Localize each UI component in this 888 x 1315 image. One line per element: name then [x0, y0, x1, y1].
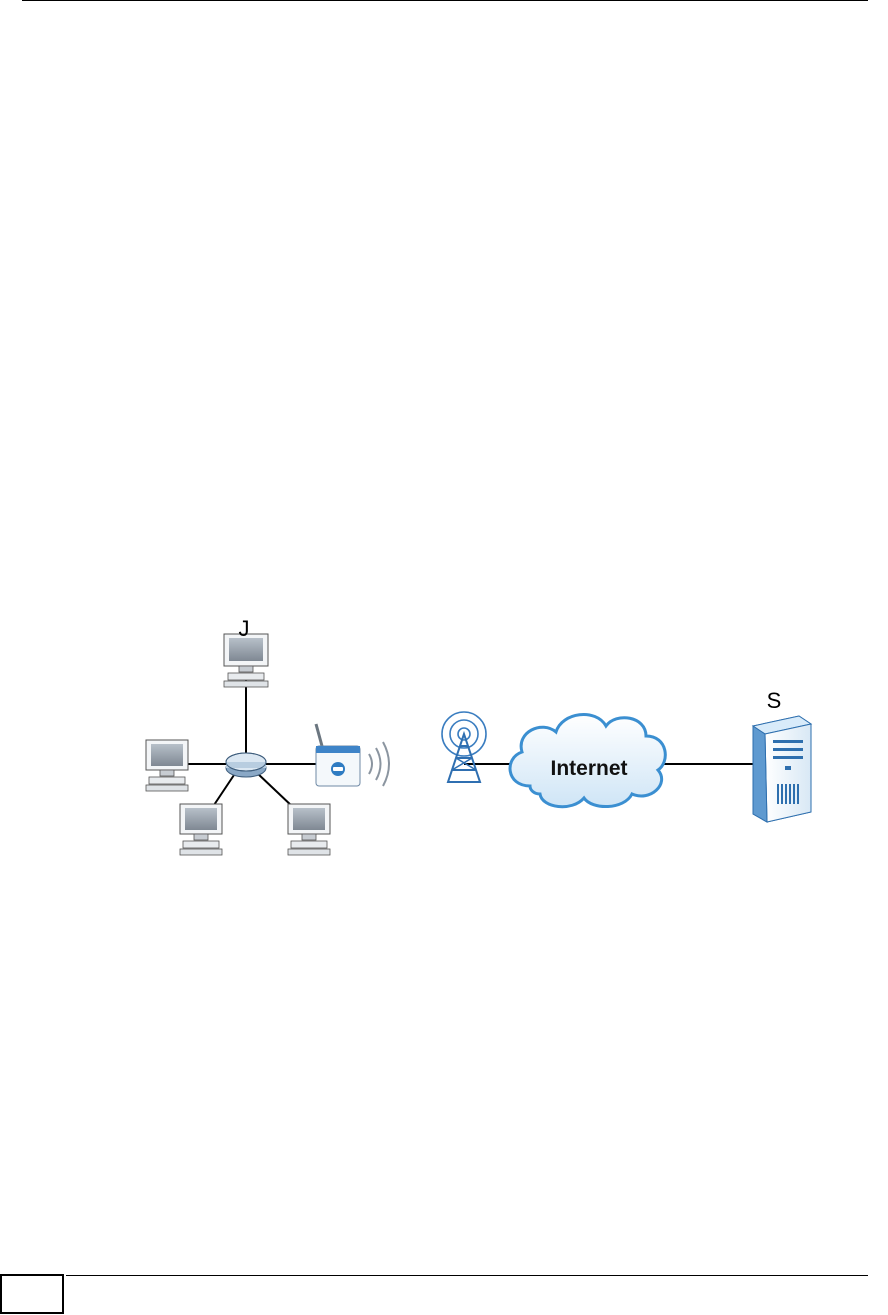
network-diagram: J	[138, 612, 818, 860]
internet-cloud-label: Internet	[550, 757, 627, 780]
computer-left-icon	[146, 740, 188, 791]
line-hub-to-bottom-left-pc	[212, 772, 236, 808]
wireless-signal-icon	[369, 742, 389, 786]
computer-j-label: J	[239, 616, 250, 641]
connection-lines	[188, 680, 753, 808]
computer-bottom-right-icon	[288, 804, 330, 855]
page-number-box	[0, 1274, 64, 1314]
computer-bottom-left-icon	[180, 804, 222, 855]
server-icon	[753, 716, 811, 822]
line-hub-to-bottom-right-pc	[256, 772, 294, 808]
antenna-tower-icon	[442, 712, 486, 782]
hub-icon	[226, 753, 266, 777]
computer-j-icon	[224, 634, 268, 687]
access-point-icon	[316, 724, 360, 786]
header-rule	[22, 0, 868, 1]
server-s-label: S	[767, 688, 782, 713]
footer-rule	[66, 1275, 868, 1276]
